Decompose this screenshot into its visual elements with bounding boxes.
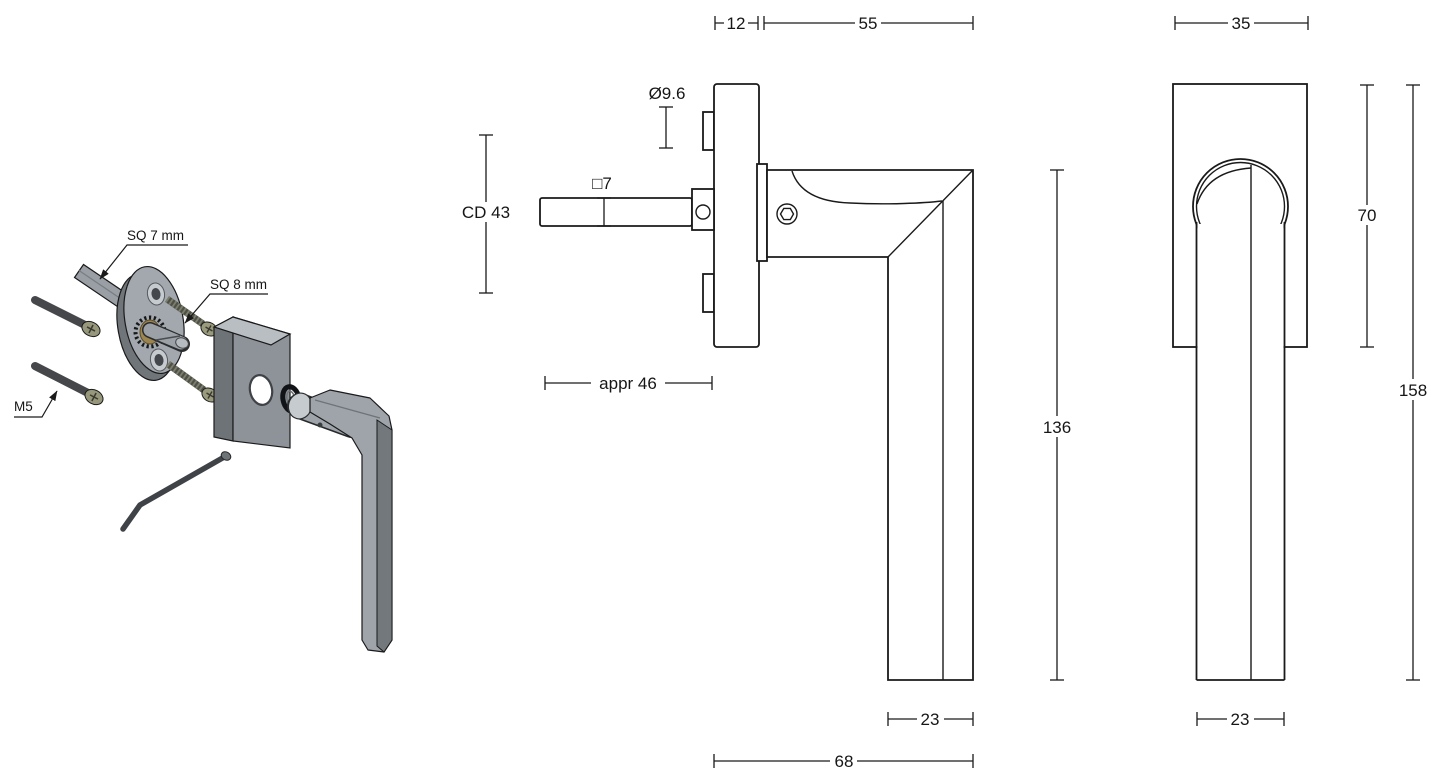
screw-thread <box>165 296 205 327</box>
handle-grip <box>309 389 393 653</box>
dim-value: □7 <box>592 174 612 193</box>
dim-center-distance: CD 43 <box>455 134 517 294</box>
handle-chamfer-edge <box>314 399 381 419</box>
dim-value: CD 43 <box>462 203 510 222</box>
screw-head <box>200 321 218 337</box>
grip-chamfer-arc <box>1196 167 1252 205</box>
callout-sq8: SQ 8 mm <box>184 277 268 324</box>
dim-spindle-square: □7 <box>592 174 612 227</box>
dim-total-depth: 68 <box>713 752 974 771</box>
dim-neck-length: 55 <box>763 14 974 33</box>
exploded-view: SQ 7 mm SQ 8 mm M5 <box>14 228 393 653</box>
label-sq7: SQ 7 mm <box>127 228 184 243</box>
front-view: 35 70 158 23 <box>1172 14 1432 729</box>
leader-line <box>14 390 58 418</box>
dim-value: 23 <box>921 710 940 729</box>
plate-side-face <box>213 316 234 442</box>
dim-value: 158 <box>1399 381 1427 400</box>
plate-top-face <box>212 316 292 346</box>
fixing-screw-2 <box>165 361 219 403</box>
rosette-hole-bottom <box>149 348 169 372</box>
clip-pin-top <box>702 111 715 151</box>
m5-screw-2 <box>31 362 104 406</box>
screw-thread <box>165 361 207 393</box>
fixing-screw-1 <box>165 296 218 337</box>
callout-sq7: SQ 7 mm <box>99 228 188 280</box>
screw-shaft <box>31 296 89 329</box>
escutcheon-plate <box>212 316 292 449</box>
spindle-side <box>539 197 693 227</box>
m5-screw-1 <box>31 296 101 338</box>
dim-value: appr 46 <box>599 374 657 393</box>
set-screw-hex <box>779 207 795 221</box>
dim-spindle-length: appr 46 <box>544 374 713 393</box>
handle-miter-edge <box>887 169 974 258</box>
handle-grip-side-face <box>376 419 393 653</box>
dim-value: 55 <box>859 14 878 33</box>
clip-pin-bottom <box>702 273 715 313</box>
allen-key-tip <box>220 451 232 461</box>
adapter-end-cap <box>175 337 189 349</box>
handle-chamfer-curve <box>791 170 943 205</box>
screw-head <box>84 388 104 406</box>
callout-m5: M5 <box>14 390 58 418</box>
spindle-block <box>691 188 715 231</box>
adapter-slot <box>155 335 181 341</box>
label-m5: M5 <box>14 399 33 414</box>
dim-value: Ø9.6 <box>649 84 686 103</box>
side-view: 12 55 Ø9.6 □7 CD 4 <box>455 14 1075 771</box>
dim-value: 68 <box>835 752 854 771</box>
grip-fill <box>1197 224 1284 680</box>
screw-head <box>81 320 101 338</box>
dim-value: 35 <box>1232 14 1251 33</box>
dim-total-height: 158 <box>1394 84 1432 681</box>
allen-key <box>120 451 232 532</box>
plate-hole <box>248 374 274 406</box>
leader-line <box>184 293 268 324</box>
dim-value: 70 <box>1358 206 1377 225</box>
set-screw-circle <box>776 203 798 225</box>
dim-handle-height: 136 <box>1039 169 1075 681</box>
dim-pin-diameter: Ø9.6 <box>649 84 686 149</box>
dim-value: 12 <box>727 14 746 33</box>
dim-plate-thickness: 12 <box>714 14 759 33</box>
dim-grip-width-side: 23 <box>887 710 974 729</box>
spindle-block-hole <box>695 204 711 220</box>
set-screw-hole <box>317 422 323 428</box>
dim-value: 23 <box>1231 710 1250 729</box>
handle-collar <box>756 163 768 262</box>
label-sq8: SQ 8 mm <box>210 277 267 292</box>
rosette-plate <box>116 265 190 382</box>
handle-3d <box>287 389 393 653</box>
dim-plate-width: 35 <box>1174 14 1309 33</box>
handle-profile <box>766 169 974 681</box>
mounting-plate-side <box>713 83 760 348</box>
dim-value: 136 <box>1043 418 1071 437</box>
rosette-hole-top <box>146 282 166 306</box>
dim-grip-width-front: 23 <box>1196 710 1285 729</box>
dim-plate-height: 70 <box>1350 84 1384 348</box>
screw-shaft <box>31 362 92 397</box>
leader-line <box>99 244 188 280</box>
